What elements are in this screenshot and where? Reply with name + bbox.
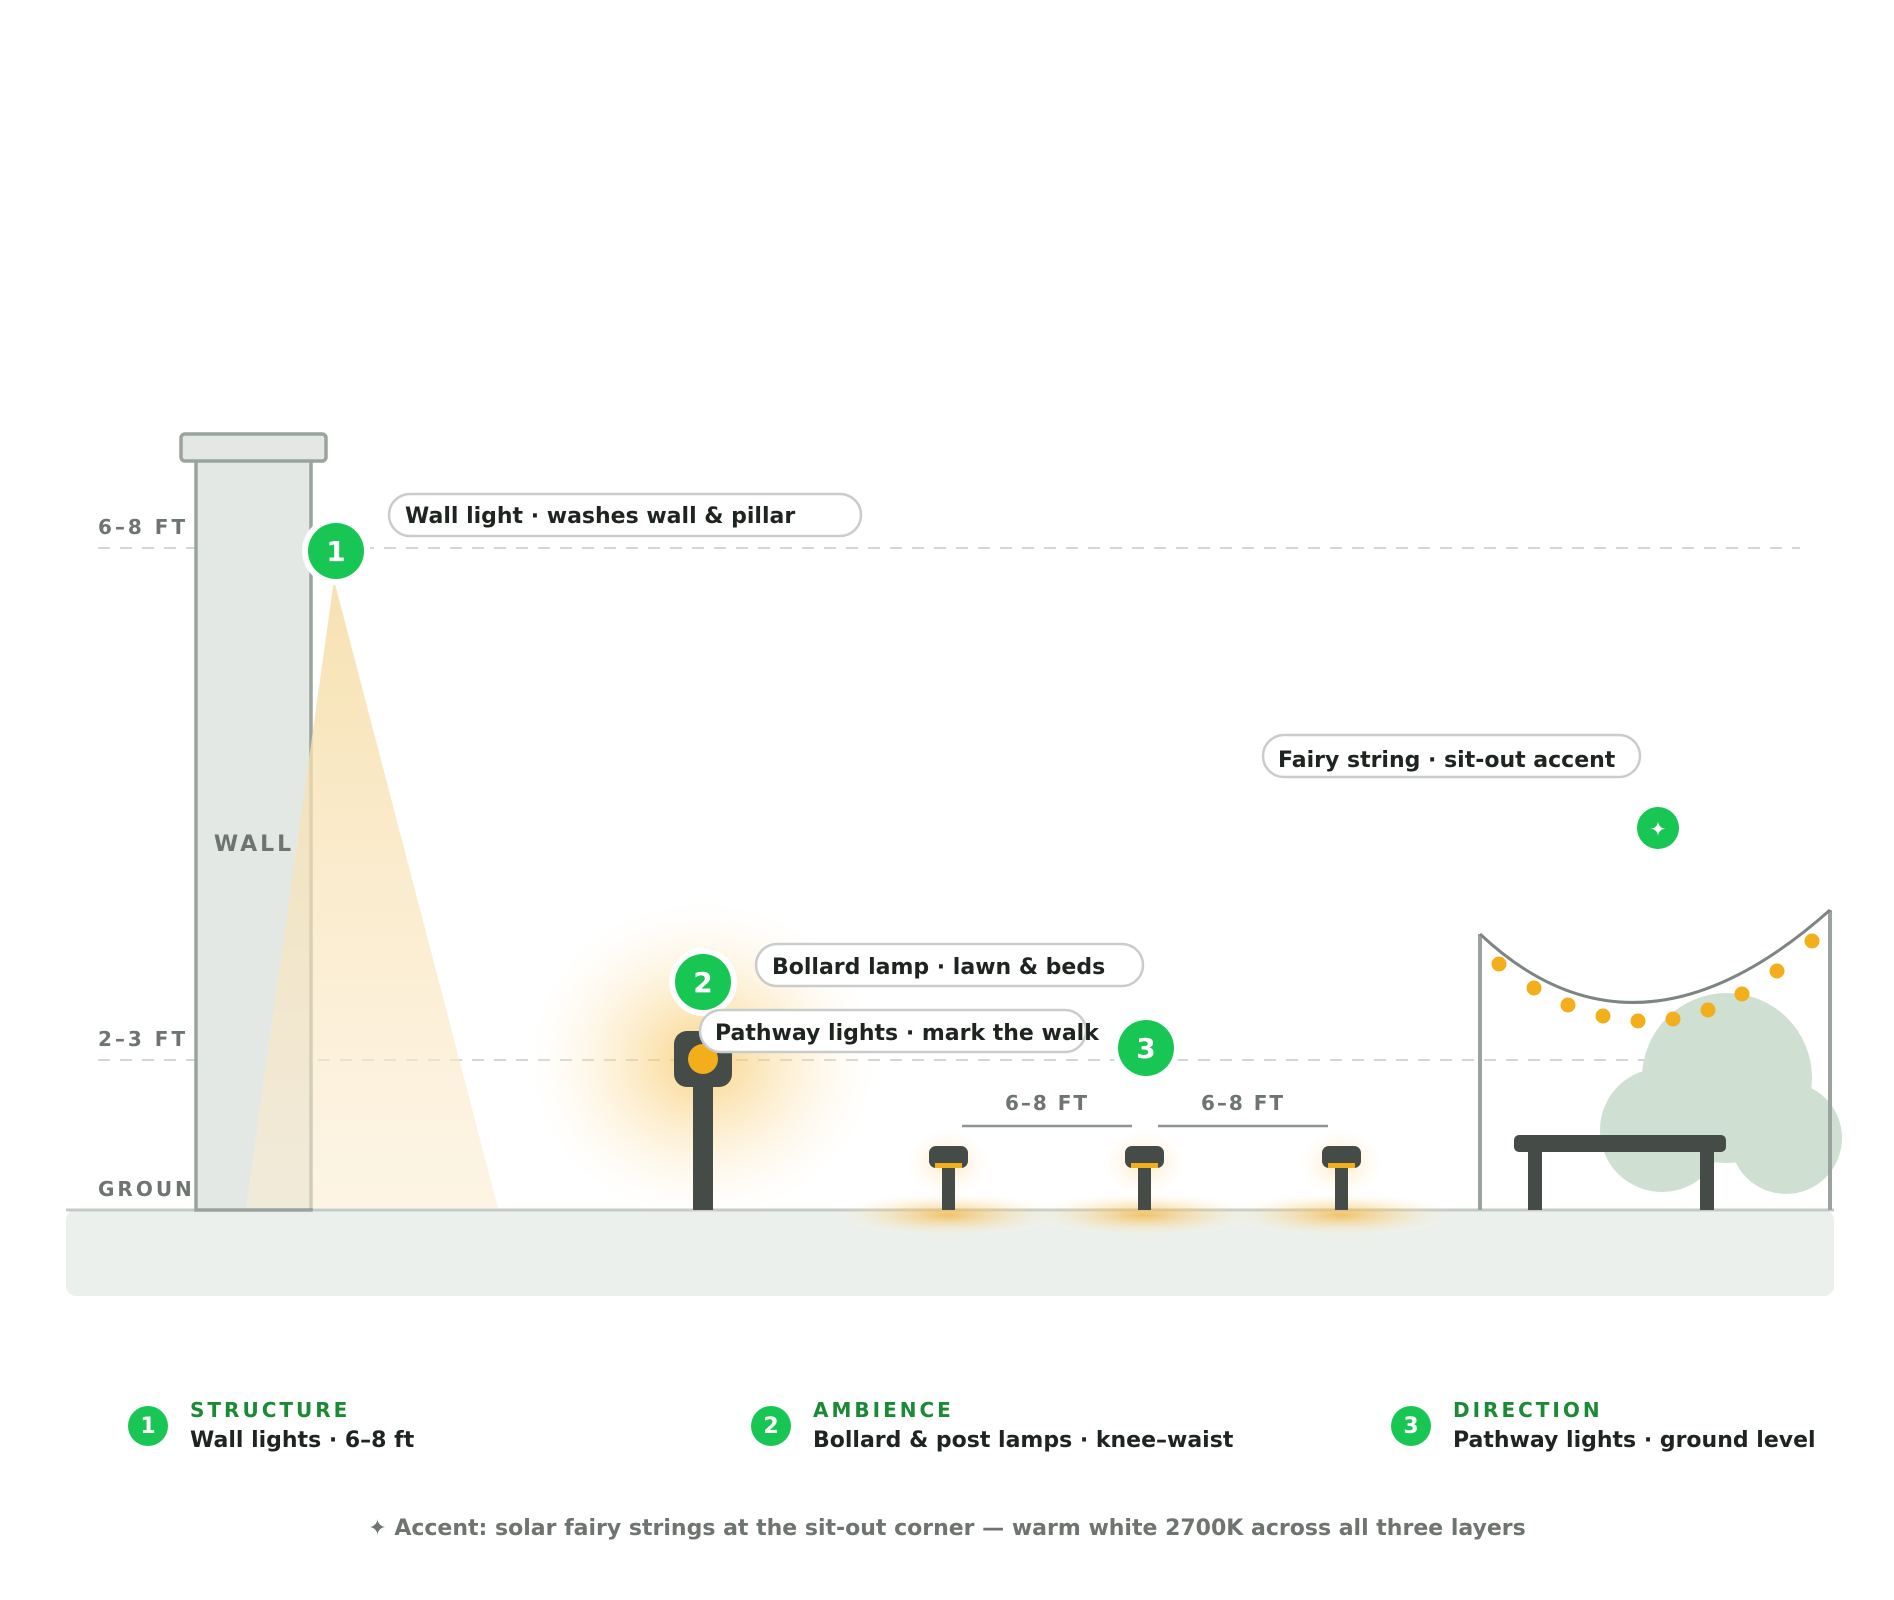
callout-wall-light-label: Wall light · washes wall & pillar [405,504,795,529]
callout-pathway-label: Pathway lights · mark the walk [715,1021,1100,1046]
callout-1-badge [308,523,364,579]
callout-bollard-pill [754,942,1145,988]
legend-1-desc: Wall lights · 6–8 ft [190,1428,415,1453]
shrub-right [1730,1082,1842,1194]
legend-3-title: DIRECTION [1453,1398,1603,1422]
bollard-bulb [688,1044,718,1074]
pathway-light-1 [833,1129,1063,1237]
spacing-label-2: 6–8 FT [1201,1091,1285,1115]
bench-top [1514,1135,1726,1152]
sparkle-badge [1637,807,1679,849]
wall-label: WALL [214,832,294,857]
legend-3-desc: Pathway lights · ground level [1453,1428,1816,1453]
level-label-top: 6–8 FT [98,515,188,539]
callout-bollard-label: Bollard lamp · lawn & beds [772,955,1105,980]
bench-leg-left [1528,1150,1542,1210]
legend-1-title: STRUCTURE [190,1398,351,1422]
legend-2-title: AMBIENCE [813,1398,954,1422]
bench-leg-right [1700,1150,1714,1210]
bollard-post [693,1075,713,1210]
legend-2-desc: Bollard & post lamps · knee–waist [813,1428,1234,1453]
shrub-left [1600,1068,1724,1192]
wall-light-beam [246,580,498,1208]
sparkle-icon: ✦ [1650,817,1667,841]
callout-3-number: 3 [1136,1032,1155,1065]
fairy-string-wire [1478,908,1831,1004]
pathway-light-2 [1029,1129,1259,1237]
accent-footnote: ✦ Accent: solar fairy strings at the sit… [368,1516,1526,1541]
level-label-mid: 2–3 FT [98,1027,188,1051]
callout-fairy-label: Fairy string · sit-out accent [1278,748,1616,773]
spacing-label-1: 6–8 FT [1005,1091,1089,1115]
callout-pathway-pill [698,1008,1088,1054]
pillar-cap [179,432,328,463]
fairy-bulbs [1491,933,1820,1029]
level-label-ground: GROUND [98,1177,214,1201]
callout-wall-light-pill [387,492,863,538]
legend-3-badge: 3 [1391,1406,1431,1446]
callout-fairy-pill [1261,733,1642,779]
callout-3-badge [1118,1020,1174,1076]
pathway-light-3 [1226,1129,1456,1237]
legend-2-badge: 2 [751,1406,791,1446]
callout-1-number: 1 [326,535,345,568]
legend-1-badge: 1 [128,1406,168,1446]
callout-2-badge [675,954,731,1010]
callout-2-number: 2 [693,966,712,999]
